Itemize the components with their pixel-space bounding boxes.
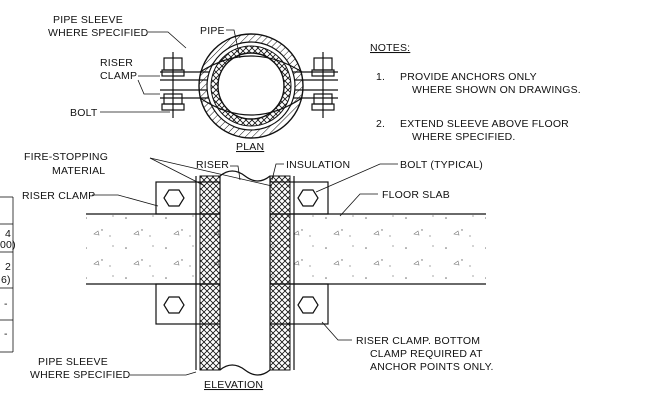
label-bolt-typical: BOLT (TYPICAL)	[400, 159, 483, 171]
elevation-title: ELEVATION	[204, 379, 263, 391]
notes-heading: NOTES:	[370, 42, 410, 54]
label-riser-clamp: RISER CLAMP	[22, 190, 95, 202]
plan-view	[160, 33, 338, 139]
label-clamp: CLAMP	[100, 70, 137, 82]
bolt-hex	[297, 296, 319, 314]
insulation-left	[199, 175, 221, 371]
table-cell: 6)	[1, 274, 11, 286]
plan-title: PLAN	[236, 141, 264, 153]
label-bottom-clamp: RISER CLAMP. BOTTOM	[356, 335, 480, 347]
note-text: WHERE SPECIFIED.	[412, 131, 516, 143]
label-pipe: PIPE	[200, 25, 225, 37]
label-bottom-clamp: ANCHOR POINTS ONLY.	[370, 361, 494, 373]
note-text: WHERE SHOWN ON DRAWINGS.	[412, 84, 581, 96]
table-cell: 4	[5, 228, 11, 240]
bolt-hex	[163, 296, 185, 314]
note-number: 2.	[376, 118, 385, 130]
label-pipe-sleeve: PIPE SLEEVE	[38, 356, 108, 368]
label-where-specified: WHERE SPECIFIED	[30, 369, 131, 381]
note-number: 1.	[376, 71, 385, 83]
label-riser: RISER	[196, 159, 229, 171]
note-text: EXTEND SLEEVE ABOVE FLOOR	[400, 118, 569, 130]
insulation-right	[269, 175, 291, 371]
pipe-circle	[217, 52, 285, 120]
elevation-view	[86, 170, 486, 376]
table-cell: -	[4, 328, 8, 340]
label-insulation: INSULATION	[286, 159, 350, 171]
label-pipe-sleeve: PIPE SLEEVE	[53, 14, 123, 26]
table-cell: -	[4, 298, 8, 310]
label-bottom-clamp: CLAMP REQUIRED AT	[370, 348, 483, 360]
bolt-hex	[297, 189, 319, 207]
note-text: PROVIDE ANCHORS ONLY	[400, 71, 537, 83]
label-where-specified: WHERE SPECIFIED	[48, 27, 149, 39]
label-floor-slab: FLOOR SLAB	[382, 189, 450, 201]
notes-block: NOTES: 1. PROVIDE ANCHORS ONLY WHERE SHO…	[370, 42, 581, 143]
label-bolt: BOLT	[70, 107, 98, 119]
table-fragment: 4 00) 2 6) - -	[0, 196, 16, 353]
table-cell: 00)	[0, 239, 16, 251]
table-cell: 2	[5, 261, 11, 273]
label-material: MATERIAL	[52, 165, 105, 177]
bolt-hex	[163, 189, 185, 207]
label-fire-stopping: FIRE-STOPPING	[24, 151, 108, 163]
label-riser: RISER	[100, 57, 133, 69]
